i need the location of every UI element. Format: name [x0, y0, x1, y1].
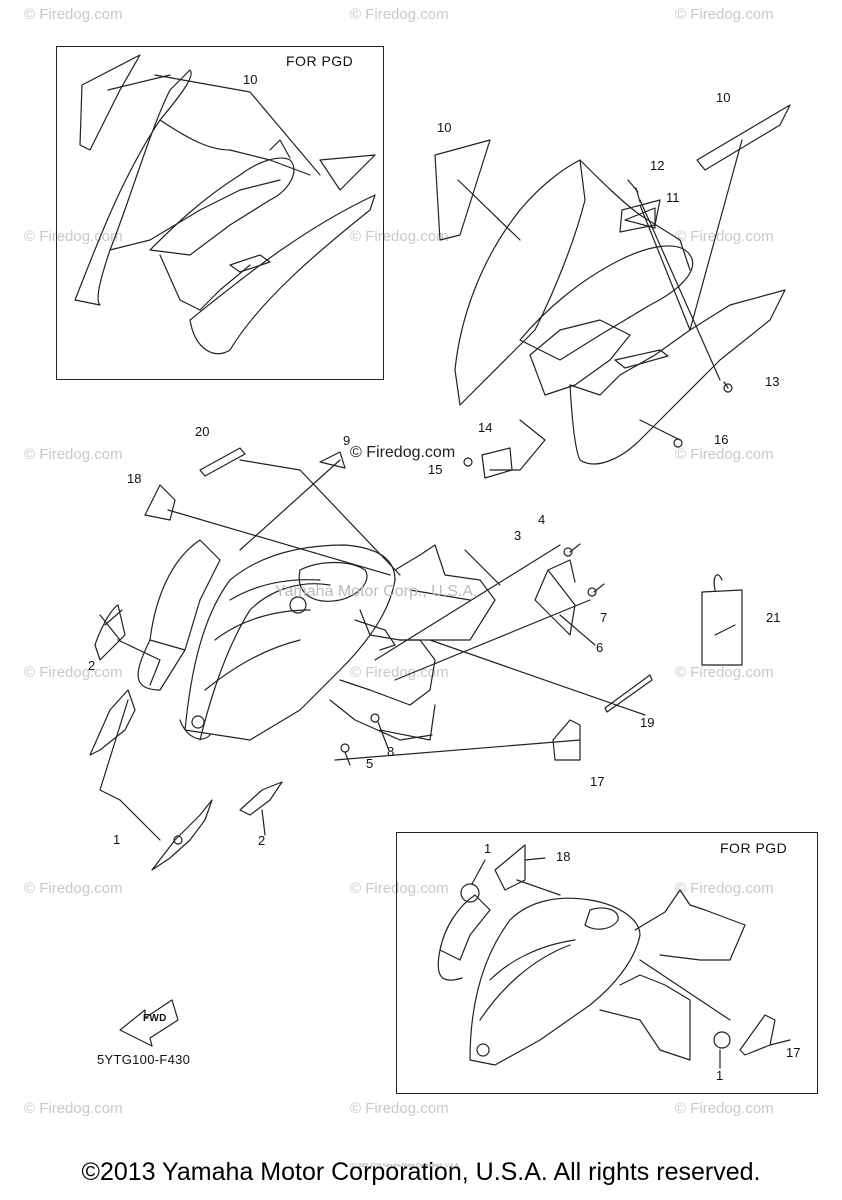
screw-7 — [587, 587, 597, 597]
watermark: © Firedog.com — [675, 880, 774, 897]
callout-10: 10 — [437, 120, 452, 135]
callout-19: 19 — [640, 715, 655, 730]
callout-14: 14 — [478, 420, 493, 435]
fwd-arrow-icon — [119, 999, 179, 1047]
watermark: © Firedog.com — [675, 1100, 774, 1117]
watermark: © Firedog.com — [24, 664, 123, 681]
decal-20 — [199, 447, 246, 477]
callout-1: 1 — [716, 1068, 724, 1083]
callout-18: 18 — [127, 471, 142, 486]
watermark: © Firedog.com — [675, 228, 774, 245]
part-code: 5YTG100-F430 — [97, 1052, 191, 1067]
emblem-1-inset-b — [713, 1031, 731, 1049]
copyright-notice: ©2013 Yamaha Motor Corporation, U.S.A. A… — [81, 1158, 761, 1186]
nut-8 — [370, 713, 380, 723]
screw-4 — [563, 547, 573, 557]
watermark: © Firedog.com — [675, 664, 774, 681]
decal-17-inset — [739, 1014, 776, 1056]
emblem-1-inset-a — [460, 883, 480, 903]
label-6 — [534, 569, 576, 636]
fwd-label: FWD — [143, 1013, 167, 1024]
inset-box-bottom-right — [396, 832, 818, 1094]
headlight-housing-lower — [298, 561, 368, 602]
watermark: © Firedog.com — [24, 446, 123, 463]
watermark: © Firedog.com — [24, 228, 123, 245]
callout-12: 12 — [650, 158, 665, 173]
callout-6: 6 — [596, 640, 604, 655]
callout-15: 15 — [428, 462, 443, 477]
watermark: © Firedog.com — [350, 6, 449, 23]
decal-2a — [94, 604, 126, 661]
callout-17: 17 — [590, 774, 605, 789]
callout-9: 9 — [343, 433, 351, 448]
watermark: © Firedog.com — [675, 6, 774, 23]
decal-1a — [89, 689, 136, 756]
watermark: © Firedog.com — [24, 880, 123, 897]
front-fender-inset-lower — [469, 897, 641, 1066]
emblem-1b — [151, 799, 213, 871]
tiny-notice: (c) 2005-2015 Yamaha Motor Corporation, … — [350, 1163, 460, 1169]
decal-11 — [624, 207, 656, 229]
watermark: © Firedog.com — [24, 6, 123, 23]
firedog-label: © Firedog.com — [350, 444, 456, 461]
callout-2: 2 — [258, 833, 266, 848]
nut-5 — [340, 743, 350, 753]
screw-12 — [635, 187, 641, 203]
tag-21 — [701, 589, 743, 666]
inset-box-label: FOR PGD — [286, 53, 354, 69]
front-fender-main — [454, 159, 586, 406]
decal-14 — [481, 447, 513, 479]
callout-21: 21 — [766, 610, 781, 625]
callout-3: 3 — [514, 528, 522, 543]
callout-16: 16 — [714, 432, 729, 447]
decal-17a — [552, 719, 581, 761]
watermark: © Firedog.com — [350, 880, 449, 897]
callout-2: 2 — [88, 658, 96, 673]
callout-13: 13 — [765, 374, 780, 389]
callout-17: 17 — [786, 1045, 801, 1060]
front-fender-inset — [74, 69, 192, 306]
inset-box-label: FOR PGD — [720, 840, 788, 856]
center-watermark: Yamaha Motor Corp., U.S.A. — [275, 583, 478, 600]
watermark: © Firedog.com — [24, 1100, 123, 1117]
decal-9 — [319, 451, 346, 469]
callout-4: 4 — [538, 512, 546, 527]
nut-16 — [673, 438, 683, 448]
callout-10: 10 — [243, 72, 258, 87]
callout-20: 20 — [195, 424, 210, 439]
callout-8: 8 — [387, 744, 395, 759]
callout-1: 1 — [484, 841, 492, 856]
callout-10: 10 — [716, 90, 731, 105]
decal-18 — [144, 484, 176, 521]
headlight-housing-inset — [149, 157, 295, 256]
nut-15 — [463, 457, 473, 467]
decal-18-inset — [494, 844, 526, 891]
callout-5: 5 — [366, 756, 374, 771]
callout-1: 1 — [113, 832, 121, 847]
callout-11: 11 — [666, 190, 680, 205]
headlight-housing-main — [529, 319, 631, 396]
callout-7: 7 — [600, 610, 608, 625]
decal-19 — [604, 674, 653, 713]
watermark: © Firedog.com — [675, 446, 774, 463]
label-3 — [547, 559, 576, 583]
decal-2b — [239, 781, 283, 816]
nut-13 — [723, 383, 733, 393]
watermark: © Firedog.com — [350, 1100, 449, 1117]
inset-box-top-left — [56, 46, 384, 380]
callout-18: 18 — [556, 849, 571, 864]
watermark: © Firedog.com — [350, 228, 449, 245]
